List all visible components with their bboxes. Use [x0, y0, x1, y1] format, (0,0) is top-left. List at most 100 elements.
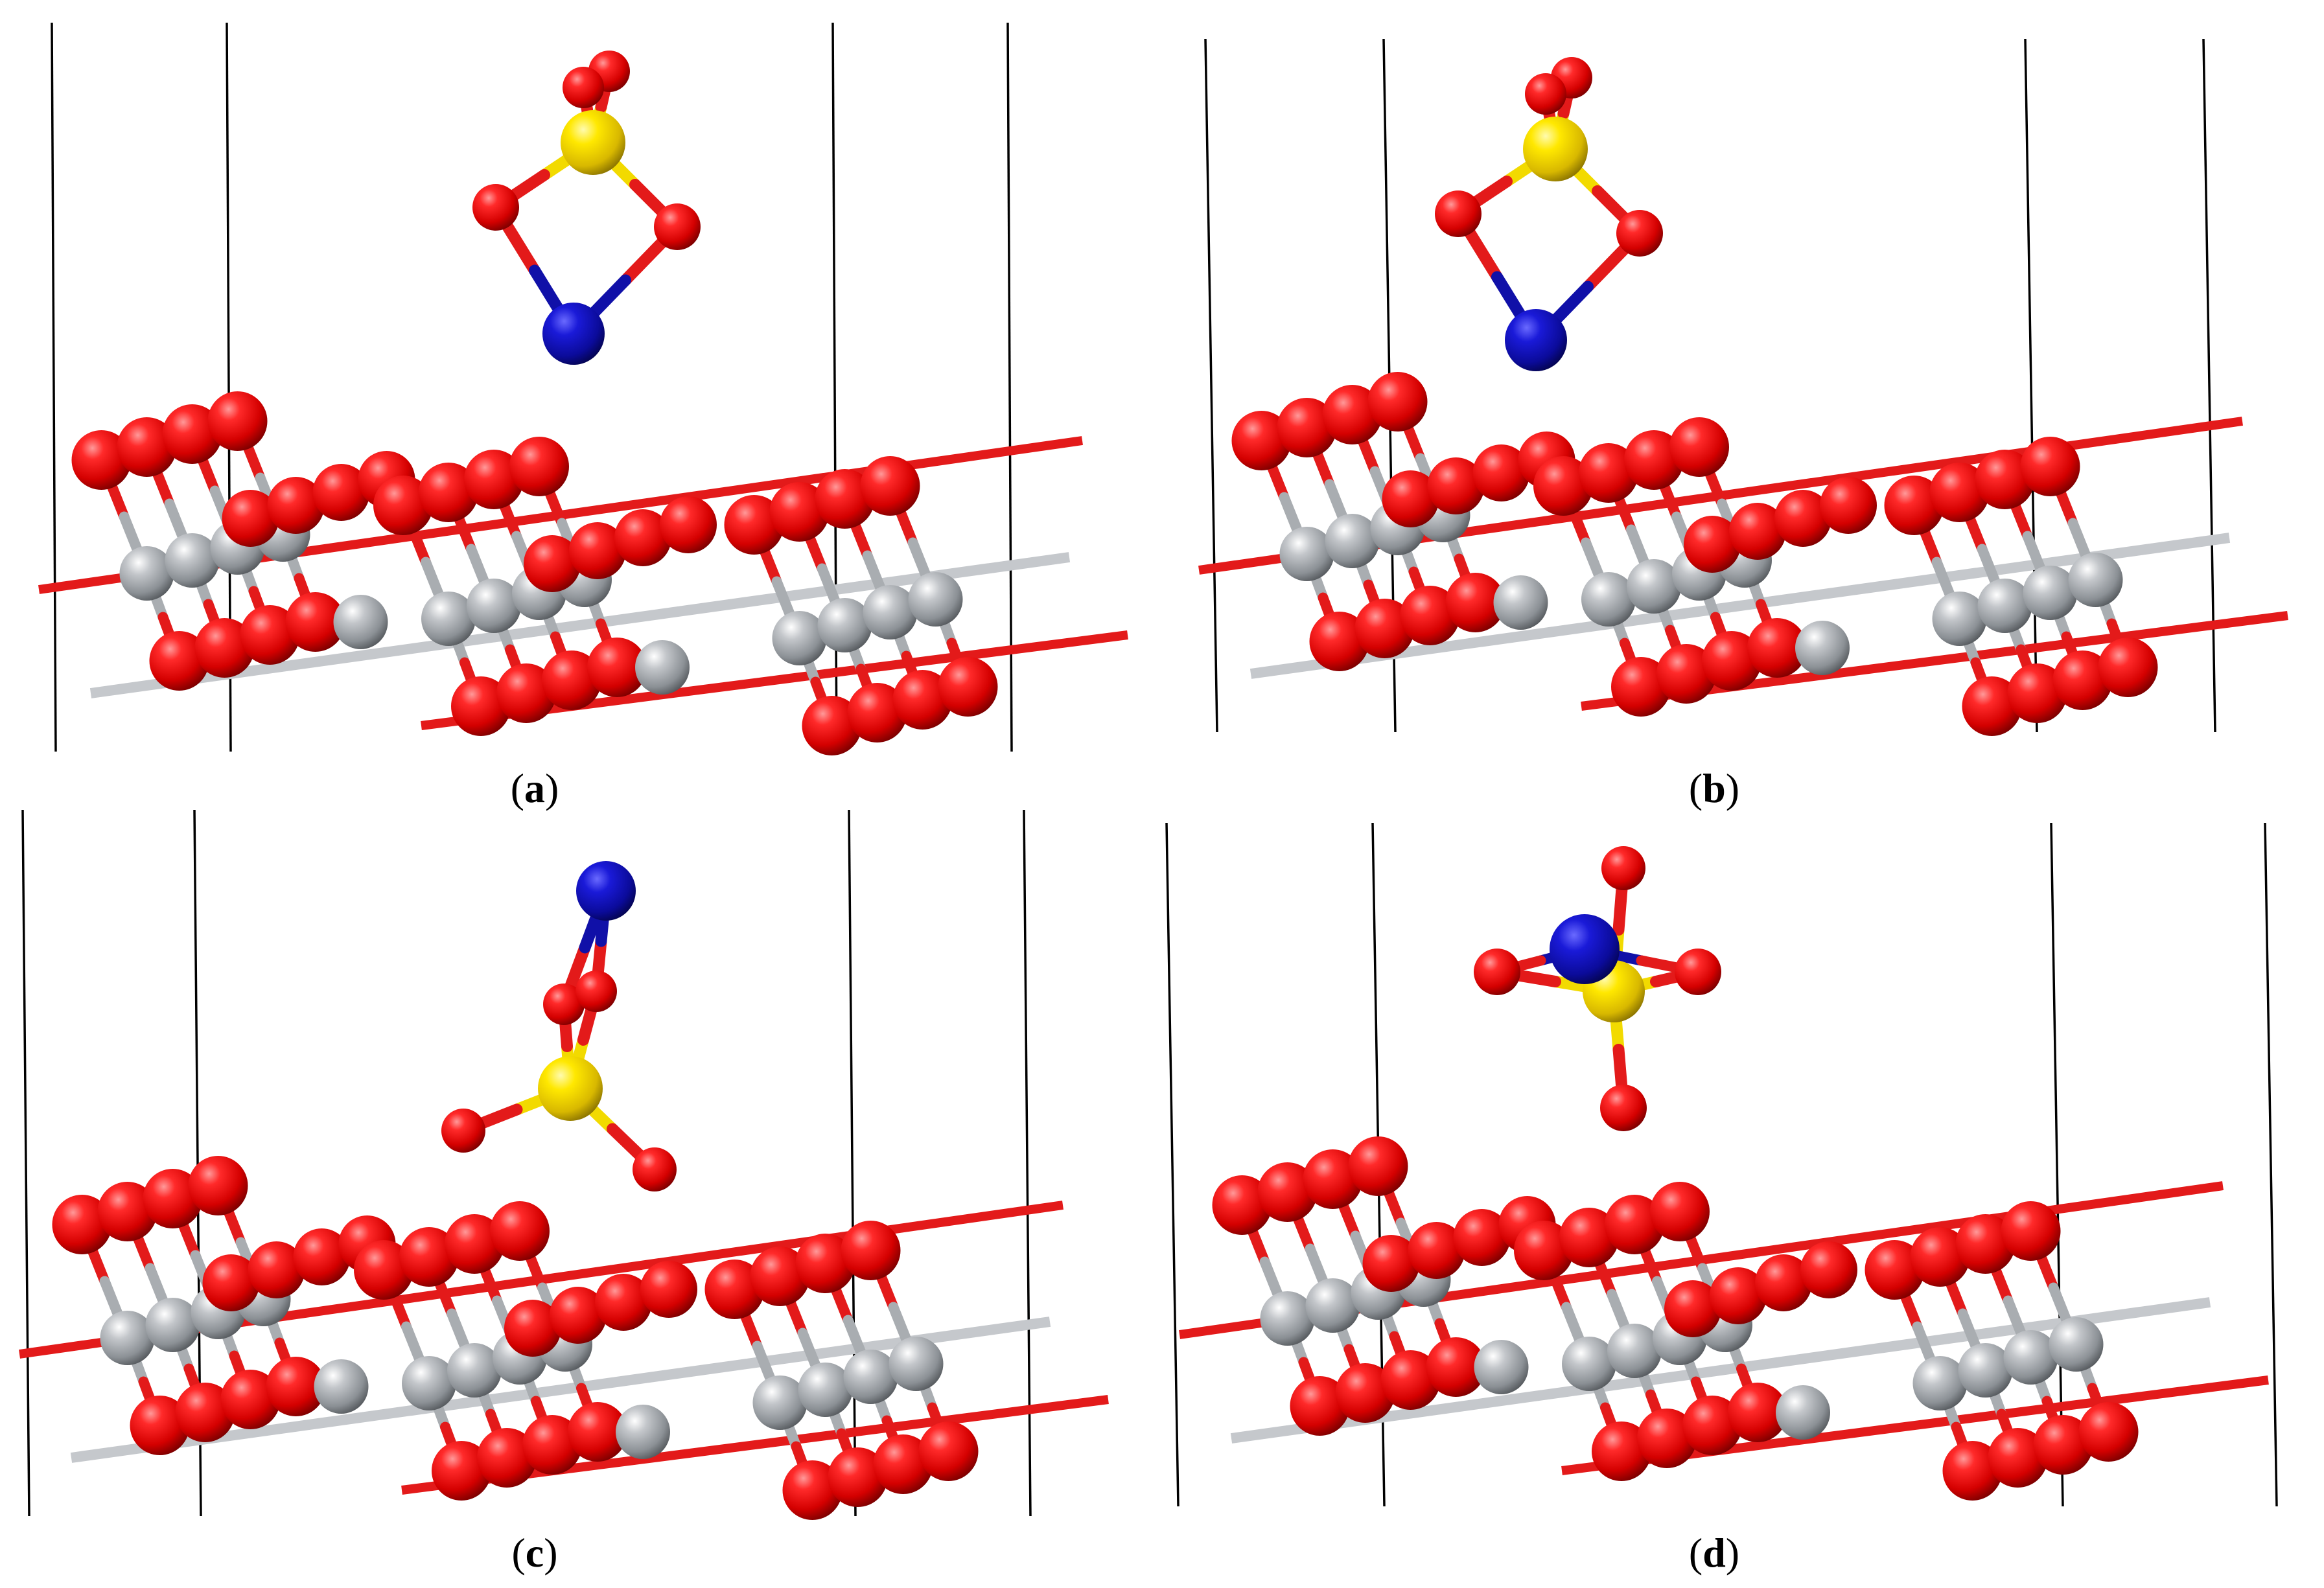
- oxygen-atom: [188, 1156, 248, 1215]
- oxygen-atom: [892, 670, 953, 730]
- oxygen-atom: [1755, 1254, 1812, 1311]
- sulfur-atom: [538, 1056, 603, 1121]
- oxygen-atom: [1400, 586, 1460, 645]
- caption-b: (b): [1688, 765, 1740, 811]
- metal-atom: [817, 598, 872, 652]
- cell-boundary-line: [1006, 22, 1013, 752]
- oxygen-atom: [522, 1415, 582, 1475]
- metal-atom: [2049, 1317, 2104, 1372]
- metal-atom: [402, 1356, 456, 1410]
- oxygen-atom: [1212, 1175, 1272, 1235]
- oxygen-atom: [841, 1221, 901, 1280]
- metal-atom: [145, 1298, 200, 1352]
- oxygen-atom: [477, 1428, 537, 1488]
- metal-atom: [1305, 1278, 1360, 1333]
- metal-atom: [843, 1350, 898, 1404]
- oxygen-atom: [575, 971, 617, 1012]
- oxygen-atom: [614, 509, 671, 566]
- metal-atom: [100, 1311, 155, 1365]
- oxygen-atom: [1309, 612, 1369, 671]
- adsorbed-metal-atom: [576, 861, 636, 921]
- metal-atom: [421, 592, 476, 646]
- metal-atom: [1493, 575, 1548, 630]
- oxygen-atom: [1656, 644, 1716, 704]
- oxygen-atom: [2098, 638, 2158, 697]
- oxygen-atom: [1453, 1209, 1511, 1266]
- metal-atom: [1325, 514, 1380, 568]
- oxygen-atom: [1354, 599, 1415, 658]
- oxygen-atom: [1335, 1363, 1395, 1423]
- oxygen-atom: [175, 1383, 235, 1442]
- oxygen-atom: [873, 1434, 933, 1494]
- oxygen-atom: [1277, 398, 1337, 457]
- metal-atom: [1260, 1291, 1315, 1346]
- cell-boundary-line: [2050, 822, 2064, 1507]
- oxygen-atom: [1605, 1195, 1664, 1254]
- oxygen-atom: [587, 638, 647, 697]
- oxygen-atom: [782, 1460, 842, 1520]
- metal-atom: [1562, 1337, 1616, 1391]
- oxygen-atom: [130, 1396, 190, 1455]
- oxygen-atom: [1601, 846, 1645, 890]
- oxygen-atom: [1682, 1396, 1742, 1455]
- metal-atom: [616, 1405, 670, 1459]
- oxygen-atom: [1426, 1337, 1486, 1397]
- oxygen-atom: [633, 1147, 677, 1191]
- oxygen-atom: [1942, 1441, 2003, 1501]
- metal-atom: [333, 595, 388, 649]
- oxygen-atom: [1650, 1182, 1710, 1241]
- oxygen-atom: [1729, 503, 1786, 560]
- oxygen-atom: [1322, 385, 1382, 444]
- oxygen-atom: [2078, 1402, 2139, 1462]
- oxygen-atom: [860, 456, 920, 516]
- metal-atom: [1932, 592, 1987, 646]
- oxygen-atom: [1975, 450, 2035, 509]
- cell-boundary-line: [848, 809, 857, 1517]
- metal-atom: [1279, 527, 1334, 581]
- oxygen-atom: [504, 1300, 561, 1357]
- cell-boundary-line: [21, 809, 30, 1517]
- oxygen-atom: [509, 437, 569, 496]
- oxygen-atom: [162, 404, 222, 464]
- oxygen-atom: [660, 496, 717, 553]
- oxygen-atom: [1362, 1235, 1420, 1292]
- oxygen-atom: [704, 1260, 765, 1319]
- sulfur-atom: [1523, 117, 1588, 181]
- cell-boundary-line: [2024, 38, 2038, 733]
- oxygen-atom: [149, 631, 209, 691]
- oxygen-atom: [266, 1357, 326, 1416]
- metal-atom: [1977, 579, 2032, 633]
- oxygen-atom: [1865, 1240, 1925, 1300]
- oxygen-atom: [2001, 1201, 2061, 1261]
- oxygen-atom: [1820, 477, 1877, 534]
- caption-d: (d): [1688, 1530, 1740, 1576]
- oxygen-atom: [1348, 1136, 1408, 1196]
- oxygen-atom: [312, 464, 370, 521]
- oxygen-atom: [248, 1241, 305, 1298]
- cell-boundary-line: [1165, 822, 1179, 1507]
- oxygen-atom: [1380, 1350, 1441, 1410]
- metal-atom: [447, 1343, 502, 1398]
- oxygen-atom: [654, 203, 701, 250]
- oxygen-atom: [490, 1201, 550, 1261]
- oxygen-atom: [524, 535, 581, 592]
- oxygen-atom: [1231, 411, 1292, 470]
- oxygen-atom: [1592, 1421, 1651, 1481]
- oxygen-atom: [1955, 1214, 2016, 1274]
- metal-atom: [1581, 572, 1636, 627]
- oxygen-atom: [1435, 190, 1482, 237]
- oxygen-atom: [1533, 456, 1593, 516]
- caption-c: (c): [511, 1530, 558, 1576]
- oxygen-atom: [1367, 372, 1428, 432]
- cell-boundary-line: [1204, 38, 1218, 733]
- oxygen-atom: [451, 676, 511, 736]
- oxygen-atom: [640, 1261, 697, 1318]
- oxygen-atom: [1684, 516, 1741, 573]
- oxygen-atom: [1445, 573, 1505, 632]
- metal-atom: [314, 1359, 369, 1414]
- oxygen-atom: [1427, 457, 1485, 514]
- oxygen-atom: [432, 1441, 491, 1501]
- oxygen-atom: [918, 1421, 979, 1481]
- oxygen-atom: [194, 618, 255, 678]
- oxygen-atom: [354, 1240, 413, 1300]
